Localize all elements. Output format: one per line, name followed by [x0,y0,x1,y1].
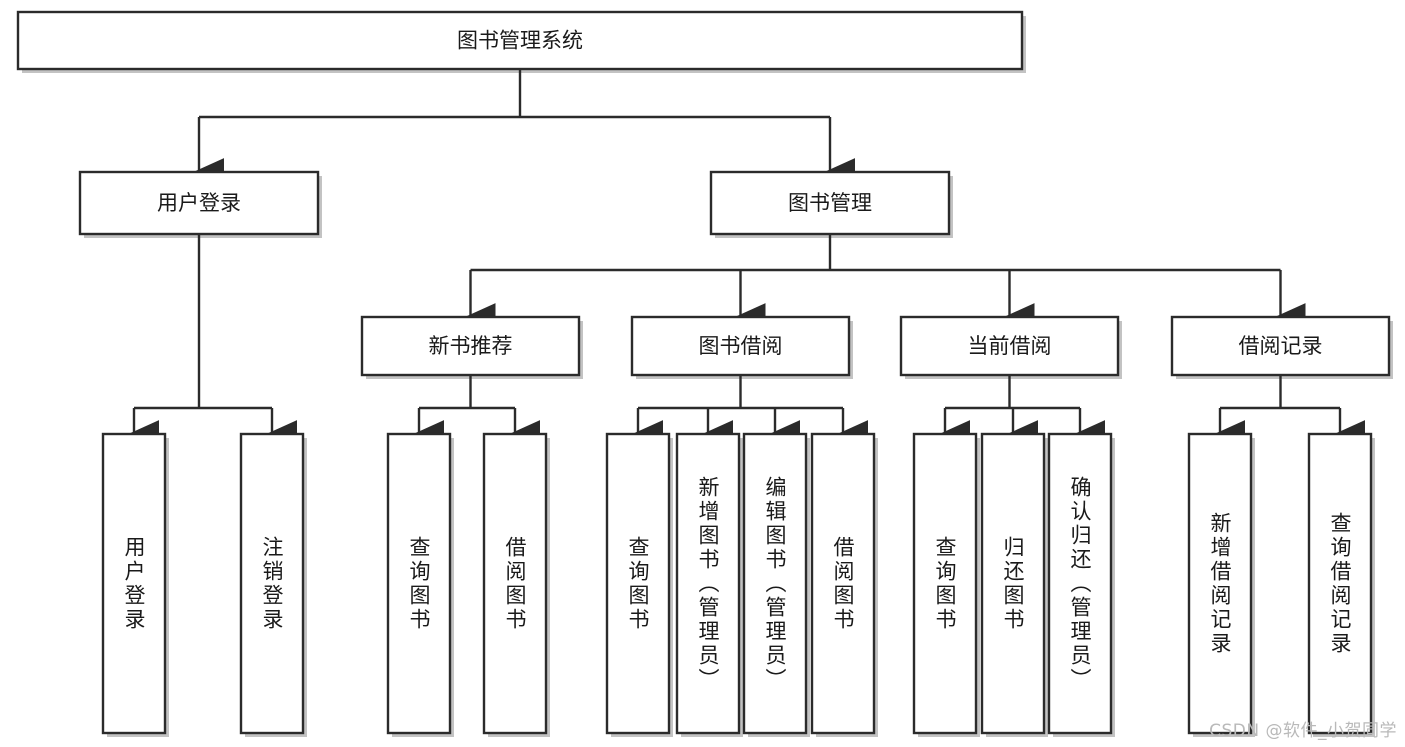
node-box-leaf-borrow-book[interactable] [810,432,876,735]
node-box-leaf-add-book-admin[interactable] [675,432,741,735]
node-box-leaf-logout-login[interactable] [239,432,305,735]
node-label-user-login: 用户登录 [157,191,241,215]
node-box-book-manage[interactable] [709,170,951,236]
node-box-leaf-query-book-new[interactable] [386,432,452,735]
node-box-root[interactable] [16,10,1024,71]
node-label-book-manage: 图书管理 [788,191,872,215]
node-label-new-book-recommend: 新书推荐 [429,334,513,358]
node-box-layer [16,10,1391,735]
node-box-leaf-edit-book-admin[interactable] [742,432,808,735]
node-label-book-borrow: 图书借阅 [699,334,783,358]
node-box-borrow-record[interactable] [1170,315,1391,377]
node-box-leaf-add-borrow-record[interactable] [1187,432,1253,735]
node-box-leaf-user-login[interactable] [101,432,167,735]
node-box-leaf-query-book-borrow[interactable] [605,432,671,735]
watermark-text: CSDN @软件_小贺同学 [1209,721,1397,741]
node-box-leaf-borrow-book-new[interactable] [482,432,548,735]
node-box-current-borrow[interactable] [899,315,1120,377]
connector-layer [130,69,1366,446]
node-box-user-login[interactable] [78,170,320,236]
node-box-leaf-query-book-current[interactable] [912,432,978,735]
node-box-book-borrow[interactable] [630,315,851,377]
node-label-current-borrow: 当前借阅 [968,334,1052,358]
node-box-new-book-recommend[interactable] [360,315,581,377]
node-box-leaf-confirm-return-admin[interactable] [1047,432,1113,735]
node-box-leaf-query-borrow-record[interactable] [1307,432,1373,735]
node-box-leaf-return-book[interactable] [980,432,1046,735]
node-label-borrow-record: 借阅记录 [1239,334,1323,358]
node-label-root: 图书管理系统 [457,29,583,53]
